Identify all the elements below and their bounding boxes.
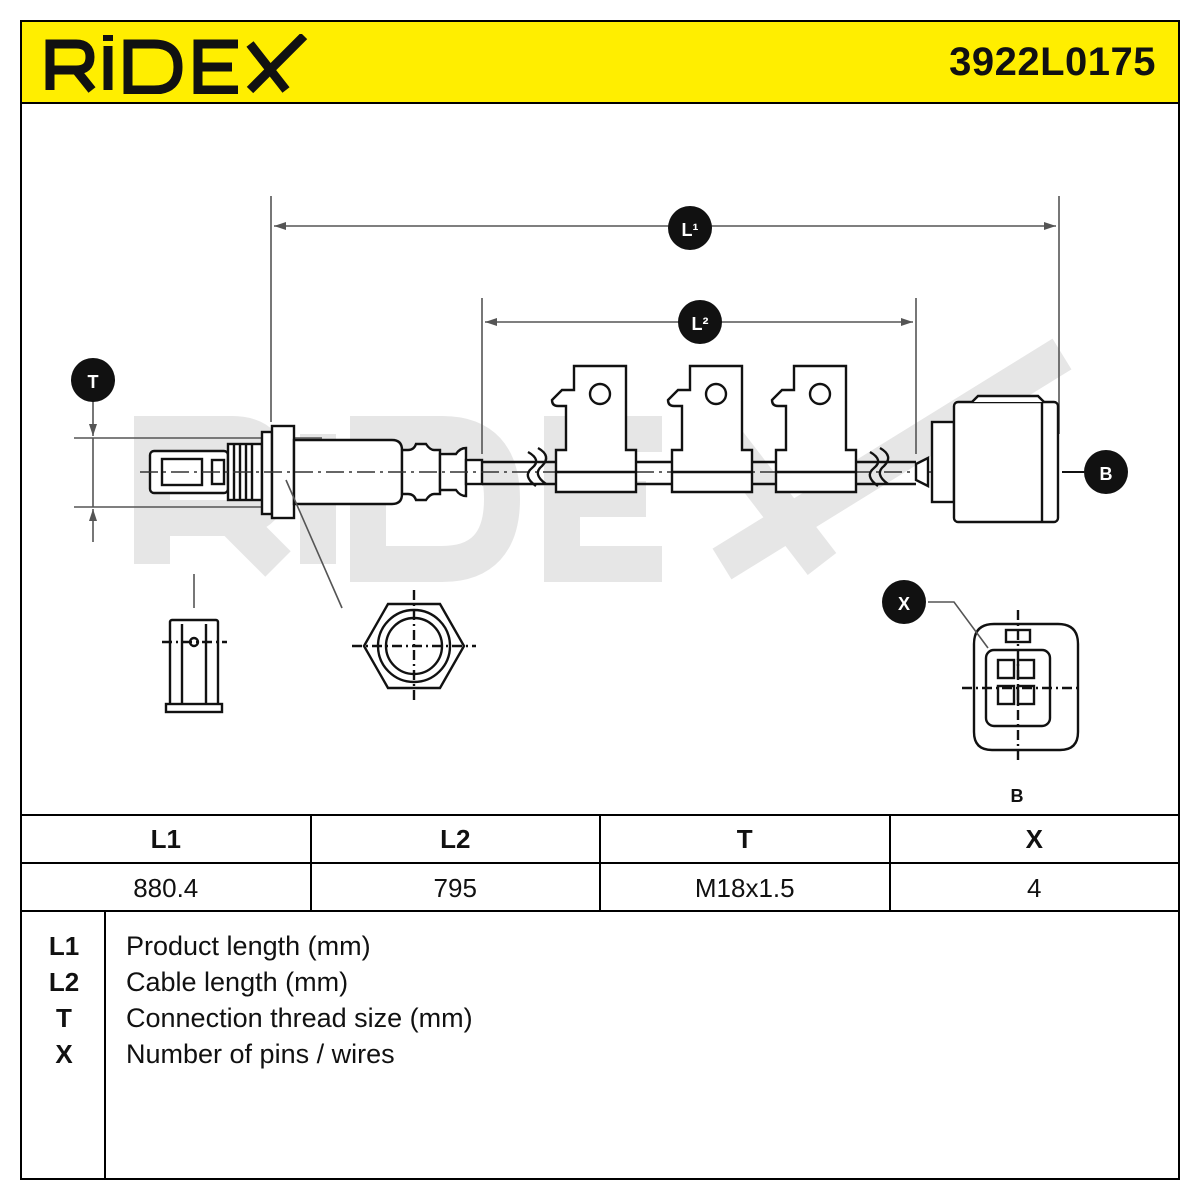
legend: L1 Product length (mm) L2 Cable length (…	[22, 912, 1178, 1178]
callout-x: X	[882, 580, 926, 624]
callout-x-label: X	[898, 594, 910, 614]
hex-nut-end-view	[285, 479, 476, 702]
spec-value-l1: 880.4	[22, 864, 312, 912]
spec-value-l2: 795	[312, 864, 601, 912]
callout-b: B	[1062, 450, 1128, 494]
callout-t: T	[71, 358, 115, 402]
spec-value-x: 4	[1027, 872, 1042, 903]
callout-l2-label: L²	[692, 314, 709, 334]
callout-l1: L¹	[668, 206, 712, 250]
spec-header-x: X	[1025, 823, 1043, 854]
legend-key: L1	[48, 931, 80, 961]
legend-description: Number of pins / wires	[126, 1039, 395, 1069]
legend-description: Cable length (mm)	[126, 967, 349, 997]
legend-key: T	[56, 1003, 72, 1033]
callout-b-label: B	[1100, 464, 1113, 484]
spec-table-values: 880.4 795 M18x1.5 4	[22, 864, 1178, 912]
spec-table: L1 L2 T X 880.4 795 M18x1.5 4	[22, 814, 1178, 912]
drawing-sheet: 3922L0175	[20, 20, 1180, 1180]
sensor-tip-end-view	[162, 574, 227, 714]
legend-row: T Connection thread size (mm)	[22, 1000, 1178, 1036]
legend-divider	[104, 912, 106, 1178]
sensor-drawing: L¹ L² T B X B	[71, 196, 1128, 806]
callout-t-label: T	[88, 372, 99, 392]
legend-row: L1 Product length (mm)	[22, 928, 1178, 964]
legend-row: X Number of pins / wires	[22, 1036, 1178, 1072]
brand-logo	[45, 34, 308, 94]
connector-side-view	[914, 394, 1060, 524]
connector-face-view	[928, 601, 1082, 764]
header-bar: 3922L0175	[22, 22, 1178, 104]
legend-description: Connection thread size (mm)	[126, 1003, 473, 1033]
spec-value-t: M18x1.5	[601, 864, 891, 912]
part-number: 3922L0175	[949, 40, 1156, 84]
connector-caption: B	[1011, 786, 1024, 806]
spec-header-l2: L2	[312, 816, 601, 862]
callout-l2: L²	[678, 300, 722, 344]
legend-key: L2	[48, 967, 80, 997]
legend-key: X	[55, 1039, 73, 1069]
legend-row: L2 Cable length (mm)	[22, 964, 1178, 1000]
callout-l1-label: L¹	[682, 220, 699, 240]
technical-drawing: L¹ L² T B X B	[22, 104, 1178, 814]
spec-table-header: L1 L2 T X	[22, 816, 1178, 864]
spec-header-l1: L1	[22, 816, 312, 862]
cable-clips	[550, 364, 858, 494]
legend-description: Product length (mm)	[126, 931, 371, 961]
spec-header-t: T	[601, 816, 891, 862]
